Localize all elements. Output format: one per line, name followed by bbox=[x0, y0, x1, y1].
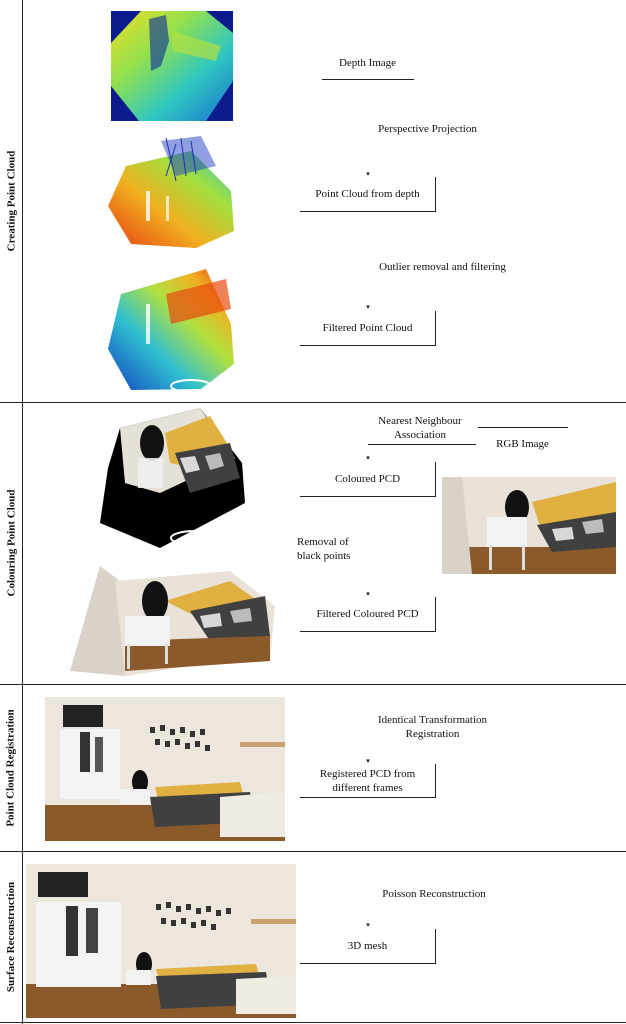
identical-transformation-label: Identical Transformation Registration bbox=[355, 713, 510, 741]
section-label-creating: Creating Point Cloud bbox=[5, 150, 18, 252]
rgb-connector-line bbox=[478, 427, 568, 428]
down-arrow-icon: ▾ bbox=[366, 921, 370, 929]
section-divider-bottom bbox=[0, 1022, 626, 1023]
removal-line2: black points bbox=[297, 550, 351, 562]
3d-mesh-box: 3D mesh bbox=[300, 929, 436, 964]
filtered-coloured-pcd-box: Filtered Coloured PCD bbox=[300, 597, 436, 632]
depth-image-label: Depth Image bbox=[338, 57, 397, 69]
depth-image-underline bbox=[322, 79, 414, 80]
filtered-point-cloud-image bbox=[106, 264, 238, 392]
removal-line1: Removal of bbox=[297, 536, 349, 548]
poisson-reconstruction-label: Poisson Reconstruction bbox=[382, 888, 486, 900]
registration-line1: Identical Transformation bbox=[377, 714, 488, 726]
down-arrow-icon: ▾ bbox=[366, 757, 370, 765]
section-label-divider bbox=[22, 0, 23, 1024]
registered-pcd-box: Registered PCD from different frames bbox=[300, 764, 436, 798]
point-cloud-from-depth-image bbox=[106, 136, 236, 251]
depth-image bbox=[111, 11, 233, 121]
down-arrow-icon: ▾ bbox=[366, 303, 370, 311]
section-label-reconstruction: Surface Reconstruction bbox=[5, 881, 18, 992]
point-cloud-from-depth-box: Point Cloud from depth bbox=[300, 177, 436, 212]
section-divider-2 bbox=[0, 684, 626, 685]
down-arrow-icon: ▾ bbox=[366, 170, 370, 178]
nearest-neighbour-line2: Association bbox=[394, 429, 446, 441]
section-divider-1 bbox=[0, 402, 626, 403]
3d-mesh-image bbox=[26, 864, 296, 1018]
rgb-image-label: RGB Image bbox=[496, 438, 549, 450]
rgb-image bbox=[442, 477, 616, 574]
removal-black-points-label: Removal of black points bbox=[297, 535, 367, 563]
registered-line1: Registered PCD from bbox=[319, 767, 416, 780]
down-arrow-icon: ▾ bbox=[366, 454, 370, 462]
filtered-point-cloud-box: Filtered Point Cloud bbox=[300, 311, 436, 346]
down-arrow-icon: ▾ bbox=[366, 590, 370, 598]
registered-pcd-image bbox=[45, 697, 285, 841]
nearest-neighbour-line1: Nearest Neighbour bbox=[378, 415, 462, 427]
section-label-colouring: Colouring Point Cloud bbox=[5, 489, 17, 597]
perspective-projection-label: Perspective Projection bbox=[378, 123, 477, 135]
filtered-coloured-pcd-image bbox=[70, 566, 275, 678]
registered-line2: different frames bbox=[332, 781, 403, 794]
coloured-pcd-box: Coloured PCD bbox=[300, 462, 436, 497]
coloured-pcd-image bbox=[100, 408, 245, 550]
section-label-registration: Point Cloud Registration bbox=[5, 708, 17, 827]
nearest-neighbour-label: Nearest Neighbour Association bbox=[365, 414, 475, 442]
section-divider-3 bbox=[0, 851, 626, 852]
nn-underline bbox=[368, 444, 476, 445]
registration-line2: Registration bbox=[405, 728, 460, 740]
outlier-removal-label: Outlier removal and filtering bbox=[379, 261, 506, 273]
